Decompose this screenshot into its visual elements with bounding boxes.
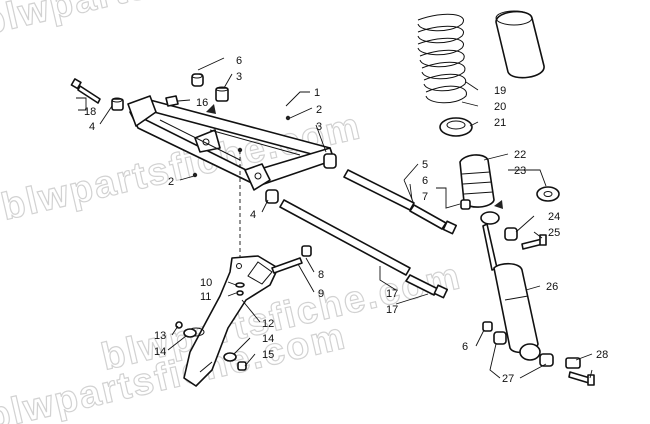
callout-3: 3: [236, 71, 242, 83]
bushing-26: [482, 321, 554, 367]
callout-26: 27: [502, 373, 514, 385]
bushing-4: [111, 97, 124, 111]
callout-3: 3: [316, 121, 322, 133]
callout-15: 16: [196, 97, 208, 109]
callout-4: 4: [89, 121, 95, 133]
bolt-24: [521, 234, 547, 250]
callout-5: 5: [422, 159, 428, 171]
callout-13: 13: [154, 330, 166, 342]
callout-15: 15: [262, 349, 274, 361]
callout-9: 9: [318, 288, 324, 300]
cap-6: [191, 73, 204, 87]
callout-16: 17: [386, 288, 398, 300]
callout-12: 12: [262, 318, 274, 330]
callout-14: 14: [154, 346, 166, 358]
callout-20: 21: [494, 117, 506, 129]
bolt-28: [568, 371, 595, 386]
shaft-5: [343, 169, 415, 211]
shaft-16: [279, 199, 411, 276]
callout-17: 18: [84, 106, 96, 118]
watermark-line: blwpartsfiche.com: [0, 0, 345, 44]
callout-21: 22: [514, 149, 526, 161]
callout-14: 14: [262, 333, 274, 345]
callout-4: 4: [250, 209, 256, 221]
spring-seat-20: [439, 117, 473, 137]
callout-18: 19: [494, 85, 506, 97]
callout-25: 26: [546, 281, 558, 293]
callout-2: 2: [168, 176, 174, 188]
rear-arm: [127, 95, 335, 191]
bushing-4-lower: [265, 189, 279, 204]
cover-18: [495, 10, 545, 79]
bolt-7: [409, 204, 458, 235]
nut-8: [301, 245, 312, 257]
bolt-27: [565, 357, 581, 369]
callout-6: 6: [236, 55, 242, 67]
callout-7: 7: [422, 191, 428, 203]
shock-absorber-25: [480, 211, 541, 361]
bushing-23: [504, 227, 518, 241]
callout-11: 11: [200, 291, 211, 303]
small-parts-13-14-15: [175, 321, 247, 371]
callout-17: 17: [386, 304, 398, 316]
nut-15: [165, 95, 179, 107]
callout-22: 23: [514, 165, 526, 177]
callout-23: 24: [548, 211, 560, 223]
bolt-17: [70, 78, 101, 104]
callout-8: 8: [318, 269, 324, 281]
callout-27: 28: [596, 349, 608, 361]
callout-6: 6: [462, 341, 468, 353]
callout-labels: 18 4 6 3 16 1 2 3 2 4 5 6 7 8 9 10 11 12…: [84, 55, 608, 385]
callout-1: 1: [314, 87, 320, 99]
callout-24: 25: [548, 227, 560, 239]
bolt-9: [271, 257, 303, 274]
leader-lines: [76, 57, 593, 379]
nut-6-shock: [460, 199, 471, 210]
callout-2: 2: [316, 104, 322, 116]
callout-6: 6: [422, 175, 428, 187]
callout-10: 10: [200, 277, 212, 289]
bushing-3: [215, 86, 229, 102]
callout-19: 20: [494, 101, 506, 113]
spring-19: [417, 13, 467, 104]
direction-arrow: [206, 104, 503, 209]
washer-22: [536, 186, 560, 202]
bushing-3-right: [323, 153, 337, 169]
bolt-17-lower: [405, 274, 449, 299]
